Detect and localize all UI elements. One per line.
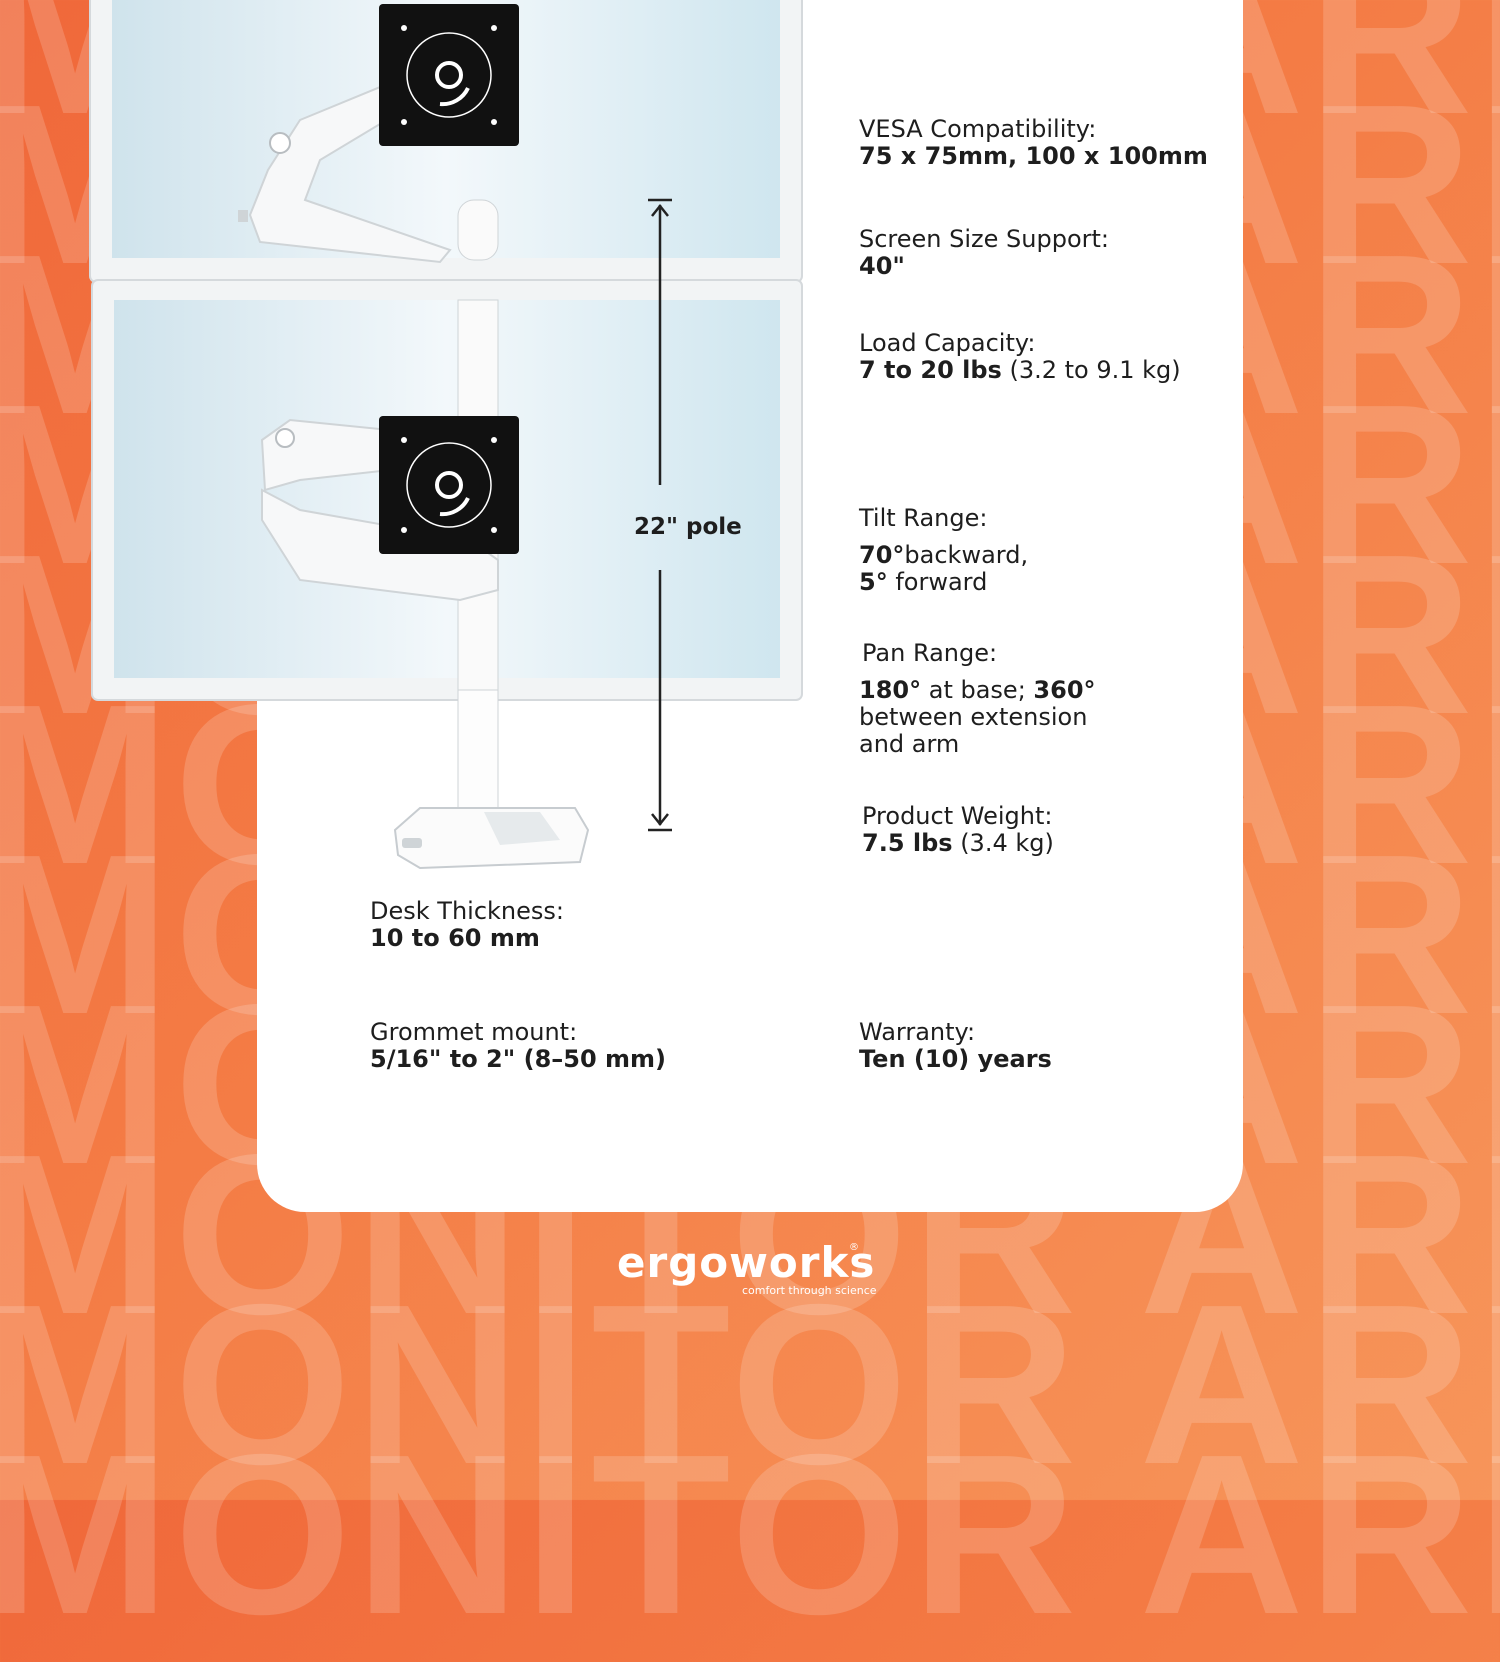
spec-value: 5/16" to 2" (8–50 mm) — [370, 1045, 667, 1073]
spec-text: forward — [887, 568, 988, 596]
spec-desk-thickness: Desk Thickness: 10 to 60 mm — [370, 898, 564, 952]
spec-value: 7 to 20 lbs — [859, 356, 1002, 384]
monitor-arm-illustration — [89, 0, 803, 870]
spec-text: between extension — [859, 703, 1088, 731]
spec-value: 70° — [859, 541, 905, 569]
spec-product-weight: Product Weight: 7.5 lbs (3.4 kg) — [862, 803, 1054, 857]
spec-label: VESA Compatibility: — [859, 115, 1097, 143]
logo-tagline: comfort through science — [742, 1284, 877, 1297]
spec-value: 40" — [859, 252, 905, 280]
spec-value: 75 x 75mm, 100 x 100mm — [859, 142, 1208, 170]
spec-label: Warranty: — [859, 1018, 976, 1046]
vesa-plate-upper — [379, 4, 519, 146]
spec-label: Grommet mount: — [370, 1018, 578, 1046]
spec-note: (3.4 kg) — [952, 829, 1054, 857]
logo-name: ergoworks — [617, 1238, 876, 1287]
spec-vesa: VESA Compatibility: 75 x 75mm, 100 x 100… — [859, 116, 1208, 170]
spec-value: 7.5 lbs — [862, 829, 953, 857]
vesa-plate-lower — [379, 416, 519, 554]
spec-warranty: Warranty: Ten (10) years — [859, 1019, 1052, 1073]
spec-value: 360° — [1033, 676, 1096, 704]
spec-value: Ten (10) years — [859, 1045, 1052, 1073]
spec-load-capacity: Load Capacity: 7 to 20 lbs (3.2 to 9.1 k… — [859, 330, 1181, 384]
spec-value: 10 to 60 mm — [370, 924, 540, 952]
spec-text: backward, — [904, 541, 1029, 569]
spec-grommet-mount: Grommet mount: 5/16" to 2" (8–50 mm) — [370, 1019, 666, 1073]
desk-clamp-base — [393, 807, 590, 870]
pole-dimension-arrow — [648, 198, 672, 832]
lower-monitor — [91, 279, 803, 701]
spec-label: Screen Size Support: — [859, 225, 1109, 253]
spec-note: (3.2 to 9.1 kg) — [1001, 356, 1181, 384]
spec-value: 180° — [859, 676, 922, 704]
spec-label: Desk Thickness: — [370, 897, 564, 925]
upper-arm — [238, 83, 452, 264]
spec-pan-range: Pan Range: 180° at base; 360° between ex… — [859, 640, 1096, 758]
spec-value: 5° — [859, 568, 888, 596]
spec-tilt-range: Tilt Range: 70°backward, 5° forward — [859, 505, 1028, 596]
spec-text: and arm — [859, 730, 960, 758]
spec-label: Tilt Range: — [859, 504, 988, 532]
spec-label: Product Weight: — [862, 802, 1053, 830]
spec-label: Load Capacity: — [859, 329, 1036, 357]
spec-screen-size: Screen Size Support: 40" — [859, 226, 1109, 280]
pole-length-label: 22" pole — [634, 514, 742, 540]
spec-text: at base; — [921, 676, 1034, 704]
logo-registered-mark: ® — [849, 1242, 859, 1253]
spec-label: Pan Range: — [862, 639, 998, 667]
ergoworks-logo: ergoworks ® comfort through science — [617, 1238, 877, 1297]
